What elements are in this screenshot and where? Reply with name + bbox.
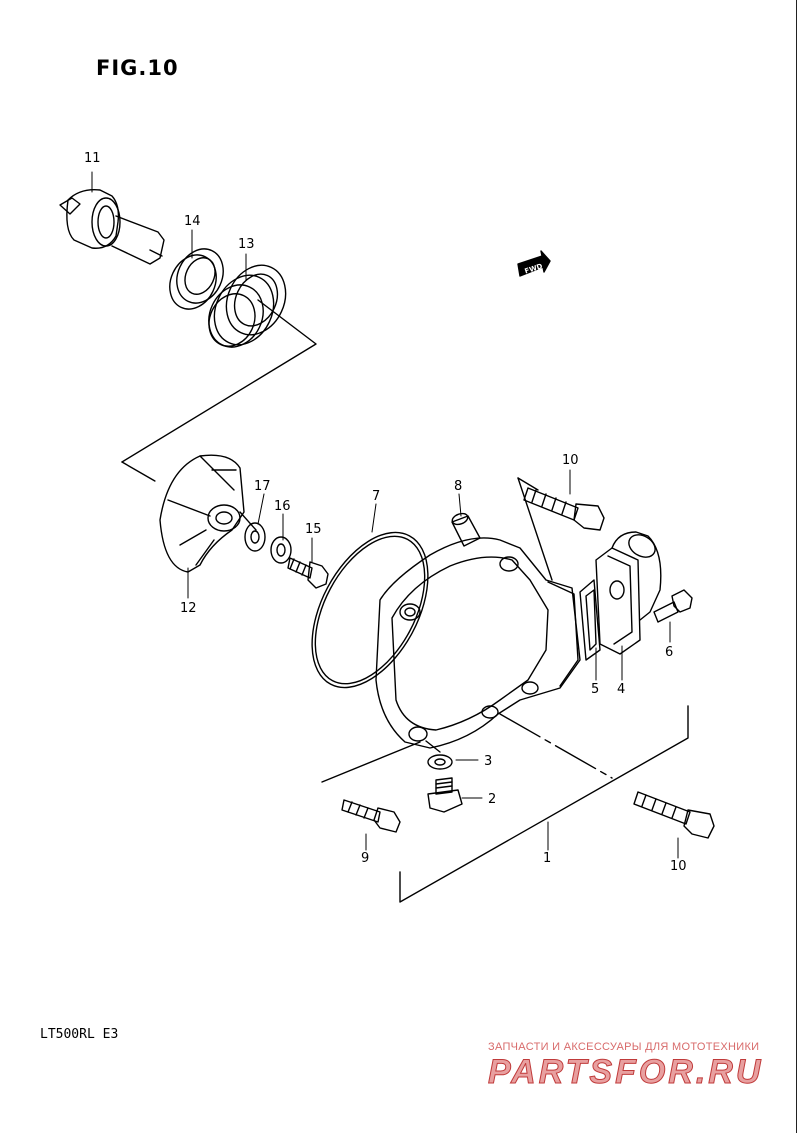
pump-shaft [59, 189, 165, 265]
callout-15: 15 [305, 522, 322, 537]
callout-2: 2 [488, 792, 496, 807]
case-bolt-lower-right [633, 791, 715, 839]
mechanical-seal [208, 264, 287, 348]
pump-case [375, 537, 581, 753]
callout-4: 4 [617, 682, 625, 697]
washer-16 [270, 536, 292, 564]
callout-14: 14 [184, 214, 201, 229]
callout-9: 9 [361, 851, 369, 866]
callout-10-lower: 10 [670, 859, 687, 874]
watermark-logo: PARTSFOR.RU [487, 1053, 764, 1092]
impeller-bolt [287, 557, 329, 589]
figure-title: FIG.10 [96, 56, 179, 80]
model-code: LT500RL E3 [40, 1027, 119, 1042]
washer-17 [244, 522, 266, 552]
callout-3: 3 [484, 754, 492, 769]
case-bolt-upper [523, 487, 605, 531]
callout-16: 16 [274, 499, 291, 514]
guide-line [121, 299, 317, 463]
inlet-gasket [579, 579, 601, 661]
drain-washer [427, 754, 453, 770]
impeller [159, 454, 257, 573]
callout-17: 17 [254, 479, 271, 494]
fwd-arrow-icon [517, 250, 551, 277]
callout-7: 7 [372, 489, 380, 504]
inlet-pipe [595, 531, 662, 655]
o-ring [311, 531, 429, 689]
page-border [796, 0, 797, 1133]
oil-seal [169, 248, 224, 310]
callout-13: 13 [238, 237, 255, 252]
watermark-tagline: ЗАПЧАСТИ И АКСЕССУАРЫ ДЛЯ МОТОТЕХНИКИ [488, 1041, 760, 1053]
callout-12: 12 [180, 601, 197, 616]
bracket-guide-lines [321, 477, 689, 903]
case-bolt-lower-left [341, 799, 401, 833]
callout-11: 11 [84, 151, 101, 166]
callout-8: 8 [454, 479, 462, 494]
callout-10-upper: 10 [562, 453, 579, 468]
callout-6: 6 [665, 645, 673, 660]
inlet-bolt [653, 589, 693, 623]
callout-1: 1 [543, 851, 551, 866]
leader-lines [91, 171, 679, 859]
callout-5: 5 [591, 682, 599, 697]
drain-bolt [427, 777, 463, 813]
